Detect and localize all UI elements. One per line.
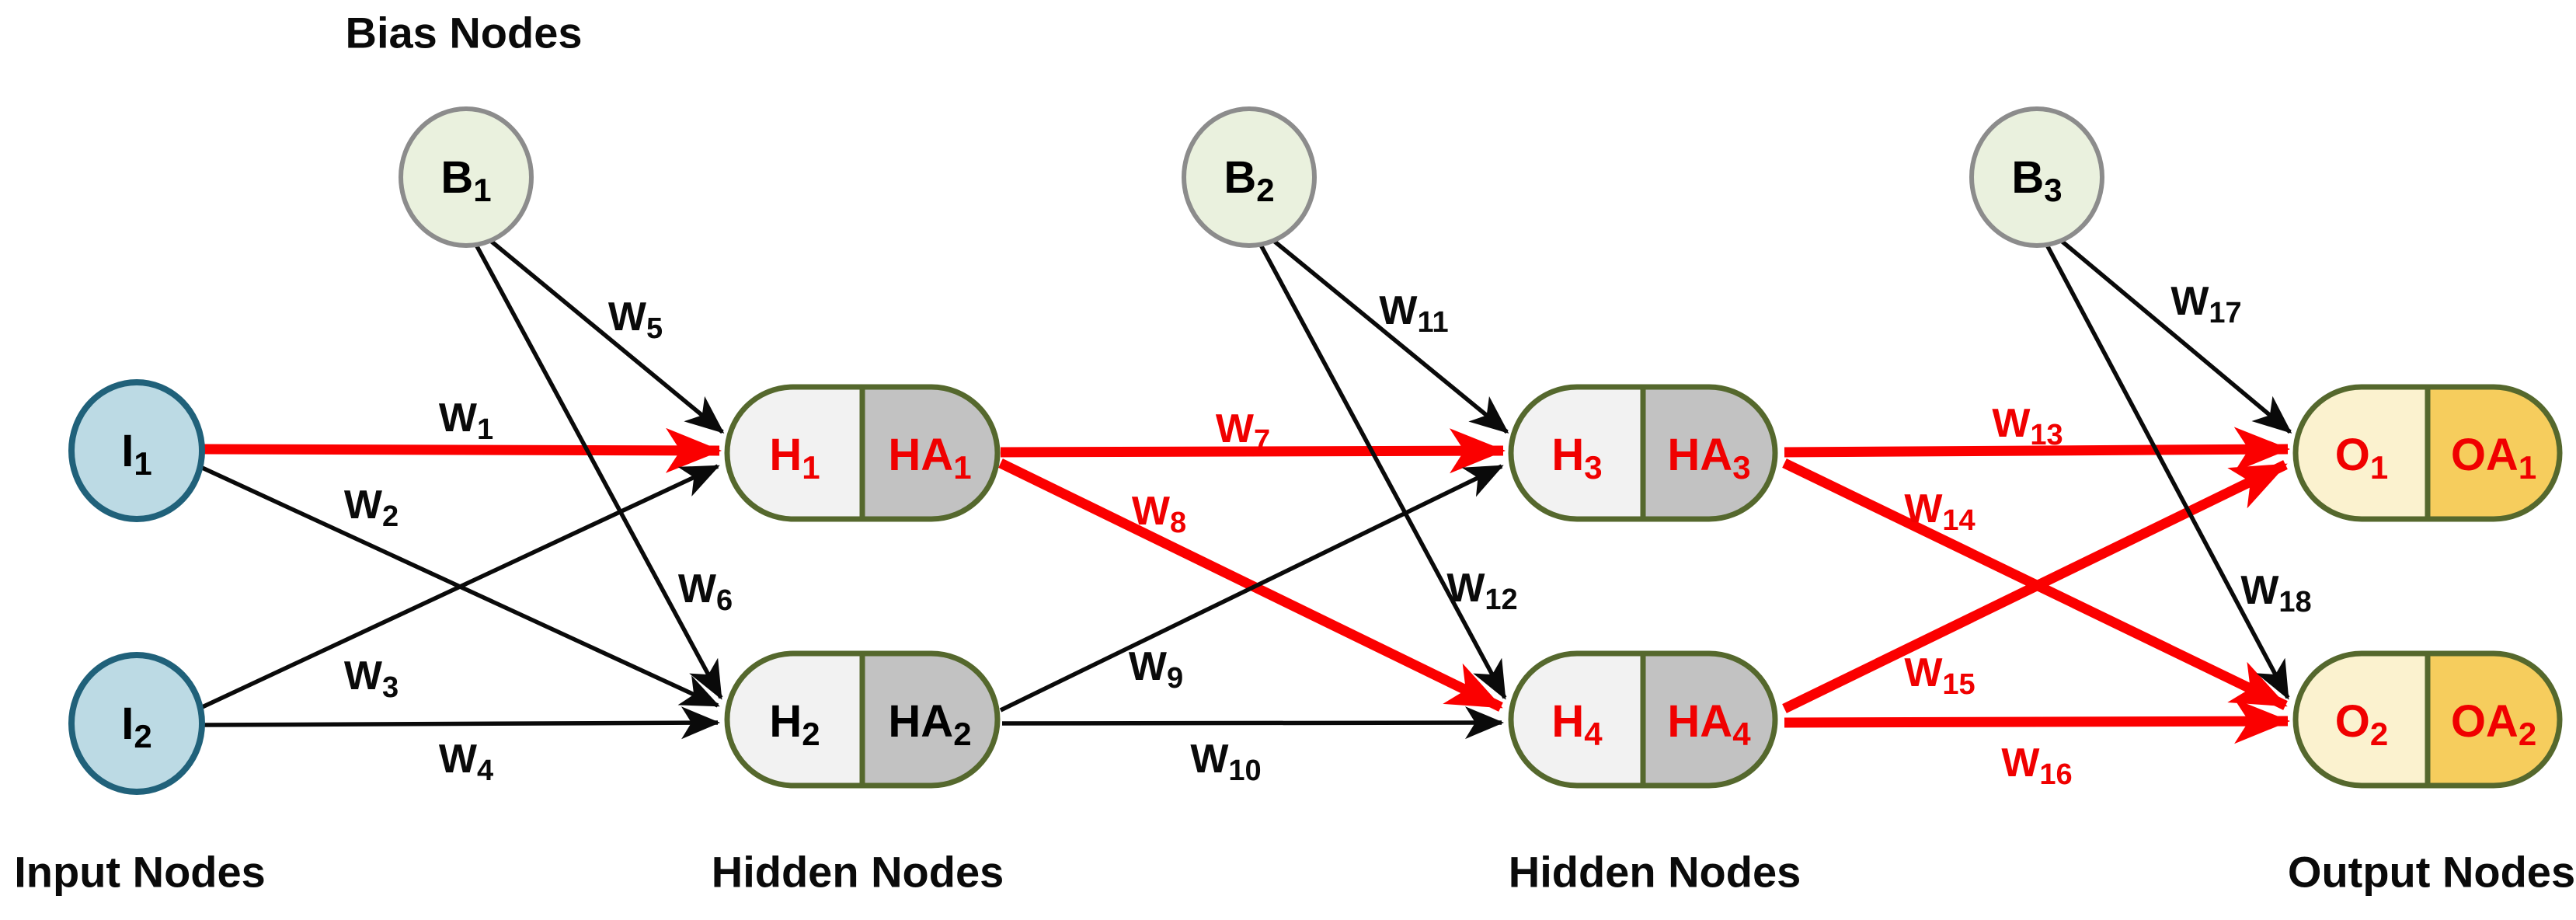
edge-label-W10: W10 bbox=[1190, 737, 1261, 787]
edge-W7-arrow bbox=[1000, 428, 1506, 474]
node-H2: H2 HA2 bbox=[724, 650, 1001, 789]
H1-right-half bbox=[862, 387, 997, 519]
edge-label-W7: W7 bbox=[1216, 406, 1270, 457]
edge-label-W3: W3 bbox=[344, 653, 399, 704]
edge-W8-arrow bbox=[998, 458, 1503, 712]
node-H1: H1 HA1 bbox=[724, 384, 1001, 522]
node-label-B2: B2 bbox=[1224, 152, 1274, 208]
edge-W6-arrow bbox=[470, 236, 723, 700]
H1-border bbox=[724, 384, 1001, 522]
node-label-H4-left: H4 bbox=[1551, 696, 1603, 752]
edge-label-W9: W9 bbox=[1129, 644, 1183, 695]
bias-nodes-title: Bias Nodes bbox=[346, 9, 583, 57]
node-label-B1: B1 bbox=[440, 152, 491, 208]
edge-W18-arrow bbox=[2041, 236, 2290, 700]
O1-right-half bbox=[2428, 387, 2560, 519]
node-label-H3-left: H3 bbox=[1551, 430, 1602, 486]
edge-W12-arrow bbox=[1255, 236, 1507, 700]
hidden-nodes-title-1: Hidden Nodes bbox=[712, 848, 1004, 897]
bias-node-circle-B2 bbox=[1182, 106, 1317, 248]
H3-border bbox=[1508, 384, 1778, 522]
edge-W3-arrow bbox=[197, 464, 720, 711]
node-I2: I2 bbox=[68, 652, 205, 795]
edge-label-W15: W15 bbox=[1904, 650, 1975, 701]
edge-W17-arrow bbox=[2052, 232, 2292, 434]
node-label-I1: I1 bbox=[121, 426, 151, 482]
H2-right-half bbox=[862, 653, 997, 786]
input-node-circle-I2 bbox=[68, 652, 205, 795]
bias-node-circle-B3 bbox=[1969, 106, 2104, 248]
H3-right-half bbox=[1643, 387, 1775, 519]
edge-label-W1: W1 bbox=[439, 396, 493, 446]
edge-label-W2: W2 bbox=[344, 483, 399, 533]
edge-W9-arrow bbox=[999, 464, 1504, 713]
edge-label-W17: W17 bbox=[2170, 279, 2241, 329]
edge-W1-arrow bbox=[203, 427, 722, 473]
edge-label-W14: W14 bbox=[1904, 486, 1975, 537]
H4-right-half bbox=[1643, 653, 1775, 786]
node-label-O2-left: O2 bbox=[2335, 696, 2388, 752]
node-label-H1-right: HA1 bbox=[888, 430, 971, 486]
node-B1: B1 bbox=[399, 106, 534, 248]
O1-border bbox=[2292, 384, 2563, 522]
node-label-H4-right: HA4 bbox=[1667, 696, 1751, 752]
edge-label-W5: W5 bbox=[608, 294, 663, 345]
node-H4: H4 HA4 bbox=[1508, 650, 1778, 789]
node-label-H3-right: HA3 bbox=[1667, 430, 1750, 486]
edge-W4-arrow bbox=[201, 706, 720, 740]
input-node-circle-I1 bbox=[68, 379, 205, 522]
input-nodes-title: Input Nodes bbox=[14, 848, 266, 897]
node-label-O1-right: OA1 bbox=[2451, 430, 2536, 486]
edge-label-W16: W16 bbox=[2001, 741, 2072, 791]
edge-W15-arrow bbox=[1782, 460, 2288, 713]
edge-label-W4: W4 bbox=[439, 737, 493, 787]
node-label-H2-left: H2 bbox=[769, 696, 820, 752]
node-B3: B3 bbox=[1969, 106, 2104, 248]
node-label-H2-right: HA2 bbox=[888, 696, 971, 752]
edge-W16-arrow bbox=[1784, 699, 2290, 744]
edge-label-W13: W13 bbox=[1992, 401, 2063, 451]
node-B2: B2 bbox=[1182, 106, 1317, 248]
edge-label-W6: W6 bbox=[678, 566, 733, 617]
node-label-O1-left: O1 bbox=[2335, 430, 2388, 486]
H2-border bbox=[724, 650, 1001, 789]
edge-label-W12: W12 bbox=[1446, 566, 1517, 616]
node-H3: H3 HA3 bbox=[1508, 384, 1778, 522]
edges-layer bbox=[197, 232, 2292, 744]
node-label-B3: B3 bbox=[2011, 152, 2062, 208]
edge-label-W8: W8 bbox=[1132, 489, 1186, 539]
edge-W5-arrow bbox=[482, 232, 725, 434]
edge-label-W18: W18 bbox=[2240, 568, 2311, 619]
node-I1: I1 bbox=[68, 379, 205, 522]
edge-label-W11: W11 bbox=[1379, 288, 1448, 339]
node-O2: O2 OA2 bbox=[2292, 650, 2563, 789]
node-O1: O1 OA1 bbox=[2292, 384, 2563, 522]
O2-border bbox=[2292, 650, 2563, 789]
output-nodes-title: Output Nodes bbox=[2288, 848, 2575, 897]
bias-node-circle-B1 bbox=[399, 106, 534, 248]
hidden-nodes-title-2: Hidden Nodes bbox=[1509, 848, 1801, 897]
node-label-H1-left: H1 bbox=[769, 430, 820, 486]
H4-border bbox=[1508, 650, 1778, 789]
edge-W11-arrow bbox=[1265, 232, 1509, 434]
edge-W13-arrow bbox=[1784, 427, 2290, 472]
node-label-O2-right: OA2 bbox=[2451, 696, 2536, 752]
O2-right-half bbox=[2428, 653, 2560, 786]
node-label-I2: I2 bbox=[121, 699, 151, 754]
